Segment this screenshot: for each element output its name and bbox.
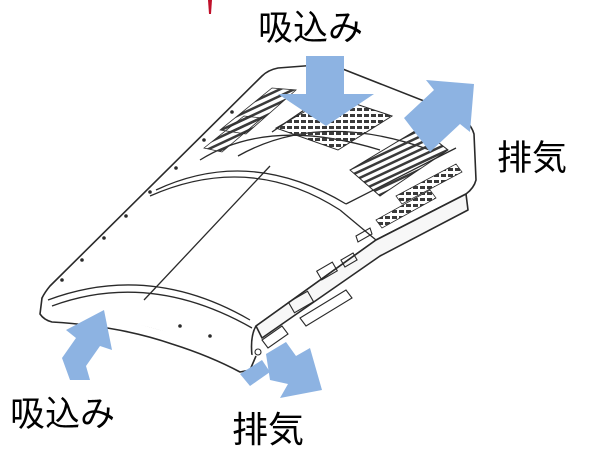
airflow-arrow-icon: [278, 56, 374, 126]
rear-louvres: [203, 87, 297, 153]
side-connectors: [254, 227, 373, 356]
airflow-arrows: [62, 56, 474, 398]
red-indicator-mark: [208, 0, 212, 14]
exhaust-label-right: 排気: [497, 139, 568, 179]
airflow-arrow-icon: [404, 80, 474, 152]
edge-fasteners: [60, 110, 234, 338]
intake-label-top: 吸込み: [258, 9, 364, 49]
intake-label-bottom-left: 吸込み: [10, 395, 116, 435]
airflow-arrow-icon: [266, 342, 322, 398]
right-exhaust-grille: [349, 127, 463, 229]
exhaust-label-bottom: 排気: [232, 410, 305, 451]
airflow-arrow-icon: [62, 310, 112, 380]
